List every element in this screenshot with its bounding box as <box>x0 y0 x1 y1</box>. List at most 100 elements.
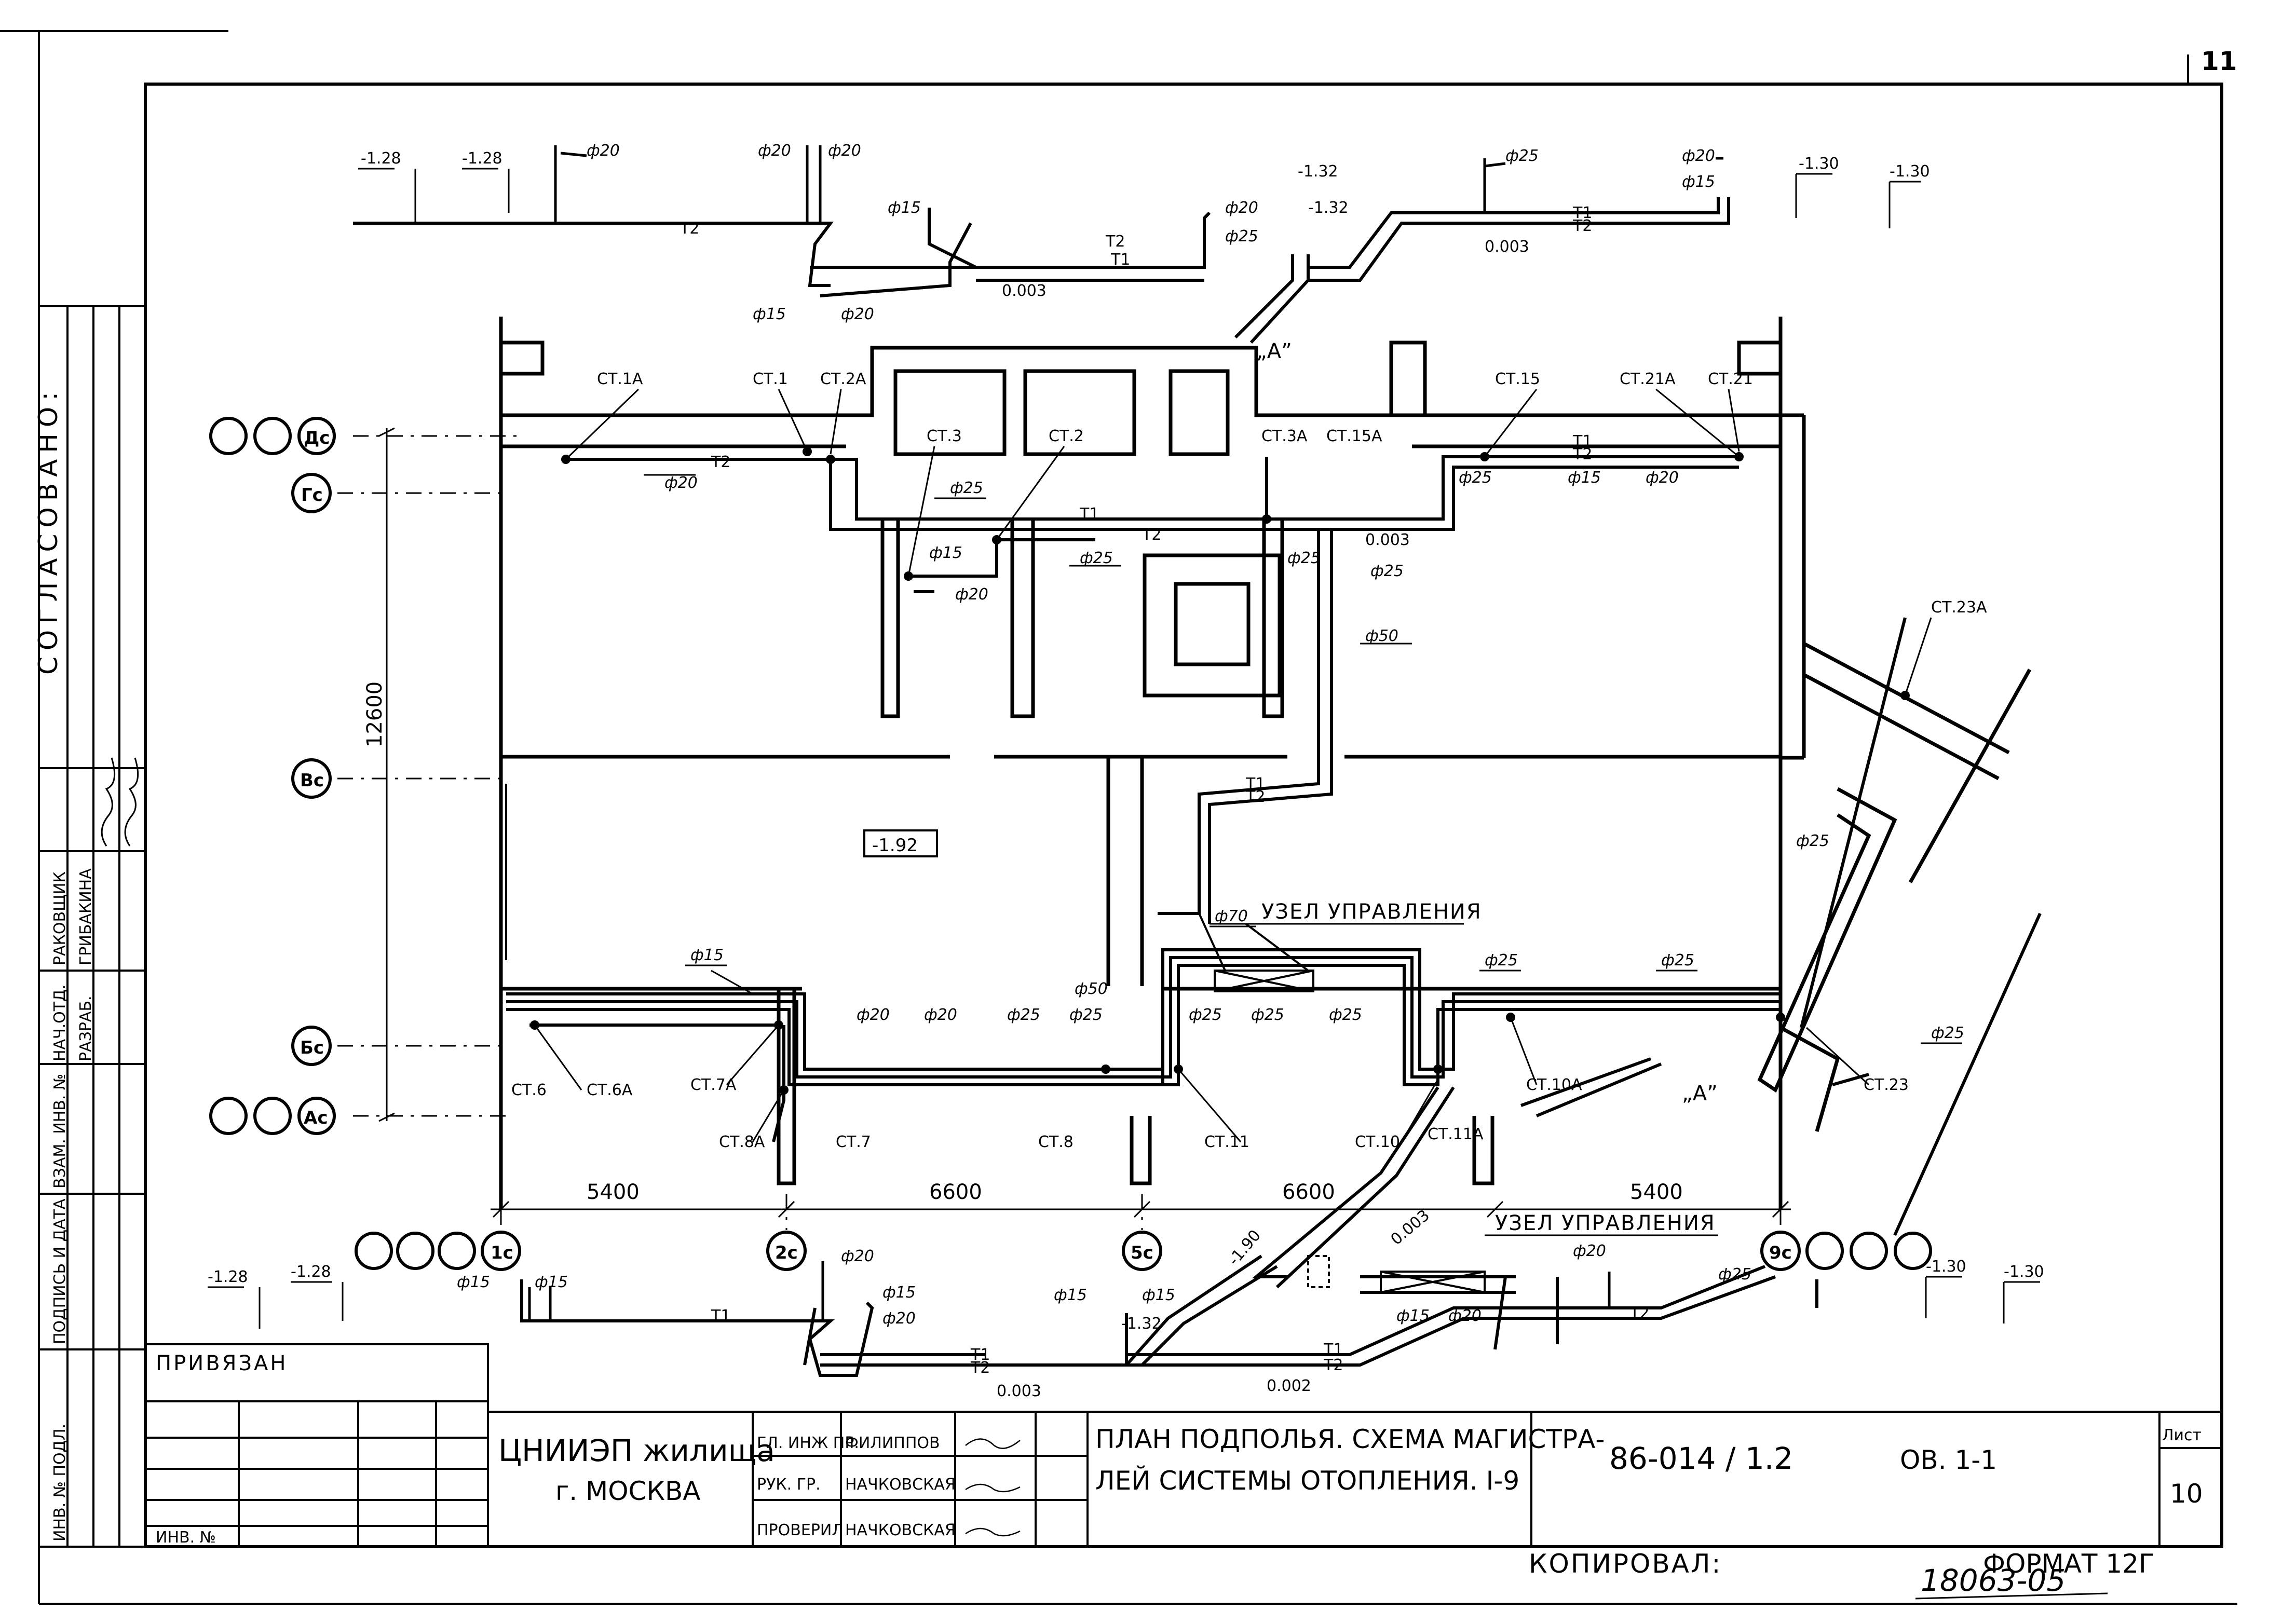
riser-st6a: СТ.6А <box>587 1081 633 1099</box>
elev-top-2: -1.28 <box>462 149 502 168</box>
inv-number-label: ИНВ. № <box>156 1529 216 1547</box>
sheet-code: ОВ. 1-1 <box>1900 1445 1997 1475</box>
riser-st7a: СТ.7А <box>690 1076 737 1094</box>
elev-bot-1: -1.28 <box>208 1268 248 1286</box>
signature-marks <box>101 757 139 847</box>
dia-top-6: ф20 <box>841 305 874 323</box>
t2-label-top-3: Т2 <box>1572 217 1592 235</box>
dia-plan-14: ф15 <box>690 946 724 964</box>
dia-plan-11: ф20 <box>1646 469 1679 487</box>
riser-st15a: СТ.15А <box>1326 427 1382 445</box>
t1-label-bottom-3: Т1 <box>1323 1341 1343 1359</box>
riser-st23: СТ.23 <box>1864 1076 1909 1094</box>
t1-label-plan-4: Т1 <box>1245 775 1265 793</box>
title-signatures <box>965 1438 1021 1537</box>
riser-st1a: СТ.1А <box>597 370 643 388</box>
riser-st11a: СТ.11А <box>1428 1125 1484 1143</box>
slope-plan-1: 0.003 <box>1365 531 1410 549</box>
drawing-title-line1: ПЛАН ПОДПОЛЬЯ. СХЕМА МАГИСТРА- <box>1095 1424 1605 1454</box>
t1-label-top-3: Т1 <box>1572 204 1592 222</box>
axis-label-9c: 9с <box>1769 1243 1792 1263</box>
dia-plan-22: ф25 <box>1329 1006 1362 1024</box>
dia-plan-5: ф25 <box>1080 549 1113 567</box>
riser-st10a: СТ.10А <box>1526 1076 1582 1094</box>
organization-city: г. МОСКВА <box>555 1476 700 1506</box>
cell-original-inv: ИНВ. № ПОДЛ. <box>51 1424 69 1541</box>
elev-bot-5: -1.30 <box>1926 1258 1966 1276</box>
building-walls <box>499 317 2032 1209</box>
dia-plan-15: ф20 <box>857 1006 890 1024</box>
riser-st3a: СТ.3А <box>1261 427 1308 445</box>
dia-plan-21: ф25 <box>1251 1006 1284 1024</box>
dia-bot-2: ф15 <box>535 1273 568 1291</box>
elevation-markers <box>208 168 2040 1329</box>
name-filippov: ФИЛИППОВ <box>845 1434 940 1452</box>
archive-stamp-number: 18063-05 <box>1921 1563 2066 1598</box>
t2-label-plan-4: Т2 <box>1245 788 1265 806</box>
pipeline-mains <box>353 197 2042 1377</box>
axis-bubbles <box>209 417 1932 1271</box>
control-unit-label-top: УЗЕЛ УПРАВЛЕНИЯ <box>1261 900 1482 924</box>
riser-st2: СТ.2 <box>1049 427 1084 445</box>
t2-label-plan-2: Т2 <box>1572 445 1592 463</box>
room-mark: -1.92 <box>872 835 918 856</box>
organization-name: ЦНИИЭП жилища <box>498 1433 775 1468</box>
axis-label-dc: Дс <box>304 428 330 448</box>
dia-plan-1: ф20 <box>664 474 698 492</box>
dia-plan-4: ф20 <box>955 585 988 604</box>
elev-top-1: -1.28 <box>361 149 401 168</box>
dimension-lines <box>378 427 1791 1218</box>
riser-st8a: СТ.8А <box>719 1133 765 1151</box>
room-mark-box <box>863 829 938 857</box>
t2-label-top-2: Т2 <box>1105 233 1125 251</box>
dim-span-3: 6600 <box>1282 1180 1335 1204</box>
dia-top-10: ф20 <box>1682 147 1715 165</box>
slope-top-2: 0.003 <box>1485 238 1529 256</box>
t2-label-bottom-4: Т2 <box>1629 1304 1649 1322</box>
role-chief-engineer: ГЛ. ИНЖ ПР. <box>757 1434 859 1452</box>
diameter-labels: ф20 ф20 ф20 ф15 ф15 ф20 ф20 ф25 ф25 ф20 … <box>457 142 1964 1328</box>
dia-plan-20: ф25 <box>1189 1006 1222 1024</box>
t1-label-plan-2: Т1 <box>1572 432 1592 451</box>
elev-bot-3: -1.32 <box>1121 1315 1162 1333</box>
dia-bot-7: ф15 <box>1142 1286 1175 1304</box>
elev-bot-4: -1.90 <box>1225 1226 1265 1269</box>
t2-label-plan-3: Т2 <box>1142 526 1161 544</box>
drawing-title-line2: ЛЕЙ СИСТЕМЫ ОТОПЛЕНИЯ. I-9 <box>1095 1465 1519 1496</box>
axis-label-1c: 1с <box>491 1243 513 1263</box>
dia-plan-2: ф25 <box>950 479 983 497</box>
riser-st23a: СТ.23А <box>1931 598 1987 617</box>
archive-stamp-underline <box>1915 1592 2108 1600</box>
page-number: 11 <box>2201 46 2237 76</box>
dia-plan-18: ф50 <box>1075 980 1108 998</box>
riser-st10: СТ.10 <box>1355 1133 1400 1151</box>
name-nachkovskaya-1: НАЧКОВСКАЯ <box>845 1476 956 1494</box>
axis-label-vc: Вс <box>300 770 324 791</box>
riser-st11: СТ.11 <box>1204 1133 1249 1151</box>
riser-st7: СТ.7 <box>836 1133 871 1151</box>
node-a-bottom: „А” <box>1682 1082 1718 1106</box>
axis-label-2c: 2с <box>775 1243 798 1263</box>
cell-replacement-inv: ВЗАМ. ИНВ. № <box>51 1074 69 1189</box>
dia-bot-3: ф20 <box>841 1247 874 1265</box>
dia-bot-9: ф20 <box>1448 1307 1482 1325</box>
riser-labels: СТ.1А СТ.1 СТ.2А СТ.3 СТ.2 СТ.3А СТ.15А … <box>511 370 1987 1151</box>
list-number: 10 <box>2170 1479 2203 1509</box>
dia-top-8: ф25 <box>1225 227 1258 245</box>
copied-label: КОПИРОВАЛ: <box>1529 1549 1722 1579</box>
node-a-top: „А” <box>1256 339 1292 363</box>
dim-span-4: 5400 <box>1630 1180 1683 1204</box>
diameter-leaders <box>644 474 1962 1044</box>
elev-top-6: -1.30 <box>1890 162 1930 181</box>
control-unit-bottom <box>1307 1255 1486 1293</box>
slope-top-1: 0.003 <box>1002 282 1047 300</box>
role-checked: ПРОВЕРИЛ <box>757 1521 844 1539</box>
t2-label-bottom-3: Т2 <box>1323 1356 1343 1374</box>
riser-st21: СТ.21 <box>1708 370 1753 388</box>
dia-top-2: ф20 <box>758 142 791 160</box>
privyazan-label: ПРИВЯЗАН <box>156 1352 288 1375</box>
dia-plan-13: ф70 <box>1215 907 1248 925</box>
title-block-grid <box>144 1343 2223 1548</box>
riser-st1: СТ.1 <box>753 370 788 388</box>
dia-top-5: ф15 <box>753 305 786 323</box>
